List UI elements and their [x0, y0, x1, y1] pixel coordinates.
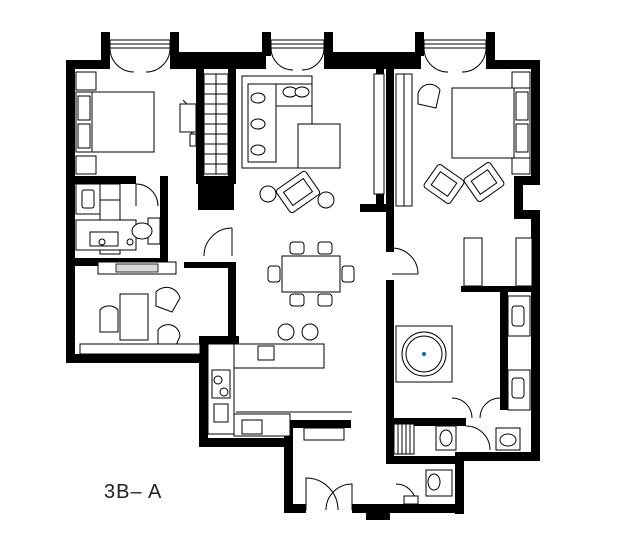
coffee-table — [297, 123, 341, 169]
left-bedroom — [75, 71, 229, 175]
desk — [119, 293, 149, 341]
exterior-walls — [66, 32, 540, 520]
entry — [305, 423, 453, 511]
right-bedroom — [395, 71, 533, 287]
unit-label: 3B– A — [104, 481, 162, 503]
windows — [109, 39, 487, 73]
living-room — [241, 73, 385, 214]
study — [79, 227, 233, 355]
kitchen — [207, 323, 352, 441]
kitchen-island — [233, 343, 325, 369]
left-bathroom — [75, 183, 161, 255]
master-bathroom — [395, 295, 531, 451]
dining-area — [267, 241, 419, 307]
dining-table — [281, 255, 341, 293]
